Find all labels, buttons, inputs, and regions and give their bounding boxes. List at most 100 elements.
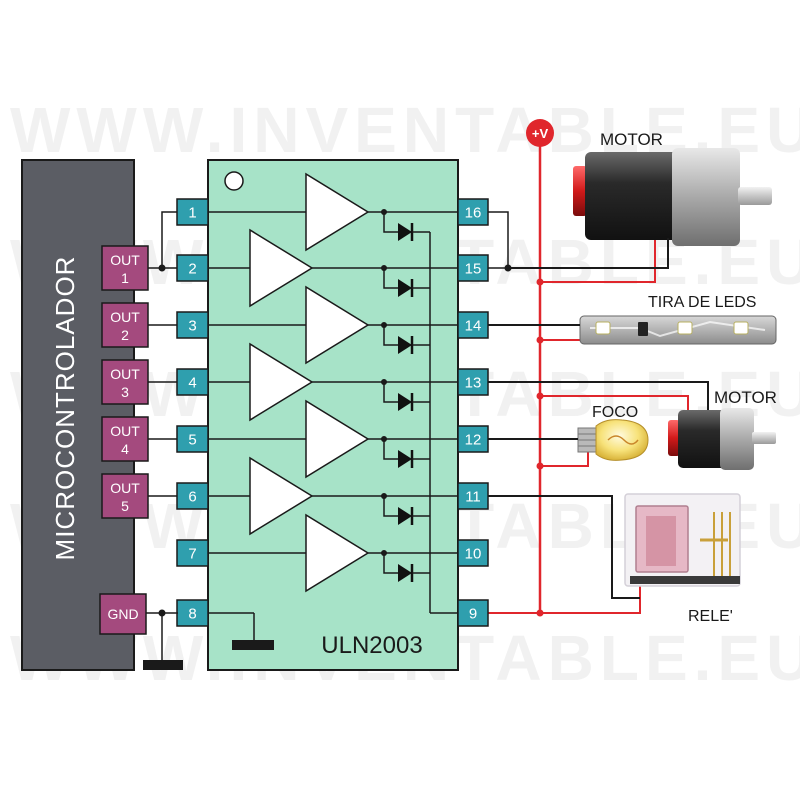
ic-pin-right <box>457 254 489 282</box>
ic-pin-left-number: 3 <box>188 318 196 335</box>
diode-wire <box>383 496 398 517</box>
ic-left-pins: 1 2 3 4 5 6 7 8 <box>176 198 209 627</box>
ic-pin-left <box>176 254 209 282</box>
ic-pin-right-number: 15 <box>465 261 482 278</box>
ic-pin-right-number: 16 <box>465 205 482 222</box>
diode-wire <box>383 553 398 574</box>
diode-icon <box>398 393 412 411</box>
ic-pin-right <box>457 539 489 567</box>
ic-pin-right-number: 14 <box>465 318 482 335</box>
mcu-output-number: 1 <box>121 270 129 286</box>
out1-pin1-wire <box>161 211 177 268</box>
junction-dot <box>381 493 387 499</box>
motor-small-label: MOTOR <box>714 388 777 407</box>
ic-pin-left-number: 4 <box>188 375 196 392</box>
gnd-label: GND <box>107 606 138 622</box>
ic-pin-left-number: 5 <box>188 432 196 449</box>
ic-pin-right-number: 13 <box>465 375 482 392</box>
driver-buffer-icon <box>249 342 314 422</box>
ic-pin-left-number: 2 <box>188 261 196 278</box>
motor-small-icon <box>668 408 776 470</box>
wires-layer <box>148 211 540 614</box>
pin16-15-bridge <box>488 211 509 268</box>
ic-pin-right-number: 9 <box>469 606 477 623</box>
diode-wire <box>383 212 398 233</box>
led-strip-icon <box>579 315 777 345</box>
mcu-output-label: OUT <box>110 366 140 382</box>
mcu-output-pad <box>101 416 149 462</box>
diode-icon <box>398 564 412 582</box>
driver-buffer-icon <box>305 172 370 252</box>
mcu-output-label: OUT <box>110 309 140 325</box>
junction-dot <box>381 209 387 215</box>
ic-right-pins: 16 15 14 13 12 11 10 9 <box>457 198 489 627</box>
motor-large-icon <box>573 148 772 246</box>
ic-pin-left-number: 1 <box>188 205 196 222</box>
supply-junctions <box>536 278 544 617</box>
ic-pin-left <box>176 198 209 226</box>
diode-icon <box>398 507 412 525</box>
motor-small-wire <box>488 381 709 410</box>
ic-pin-left <box>176 425 209 453</box>
ic-pin-left <box>176 539 209 567</box>
relay-label: RELE' <box>688 608 733 625</box>
mcu-output-number: 4 <box>121 441 129 457</box>
relay-icon <box>624 493 741 587</box>
ic-pin-right-number: 11 <box>465 489 481 506</box>
diode-wire <box>383 268 398 289</box>
diode-wire <box>383 325 398 346</box>
mcu-output-number: 3 <box>121 384 129 400</box>
driver-buffer-icon <box>249 456 314 536</box>
junction-dot <box>381 550 387 556</box>
gnd-pad <box>99 593 147 635</box>
ic-name: ULN2003 <box>321 632 422 659</box>
driver-channels <box>208 172 458 614</box>
supply-terminal <box>526 119 554 147</box>
mcu-output-pad <box>101 302 149 348</box>
junction-dot <box>381 436 387 442</box>
mcu-output-number: 2 <box>121 327 129 343</box>
junction-dot <box>381 379 387 385</box>
ic-pin-left-number: 8 <box>188 606 196 623</box>
diode-icon <box>398 279 412 297</box>
mcu-output-pad <box>101 359 149 405</box>
diode-icon <box>398 223 412 241</box>
ic-pin1-notch <box>224 171 244 191</box>
driver-buffer-icon <box>305 513 370 593</box>
driver-buffer-icon <box>305 399 370 479</box>
junction-dot <box>381 322 387 328</box>
ic-pin-left-number: 7 <box>188 546 196 563</box>
diode-icon <box>398 336 412 354</box>
junction-dot <box>158 264 166 272</box>
mcu-output-label: OUT <box>110 480 140 496</box>
gnd-junction <box>158 609 166 617</box>
diode-icon <box>398 450 412 468</box>
ic-pin-right-number: 12 <box>465 432 482 449</box>
ic-pin-left <box>176 482 209 510</box>
microcontroller-body <box>21 159 135 671</box>
mcu-output-label: OUT <box>110 252 140 268</box>
ic-pin-left-number: 6 <box>188 489 196 506</box>
ground-symbol <box>143 660 183 670</box>
ic-pin-right <box>457 311 489 339</box>
ic-internal-ground <box>232 640 274 650</box>
ic-pin-right <box>457 599 489 627</box>
bulb-label: FOCO <box>592 404 638 421</box>
diode-wire <box>383 439 398 460</box>
ic-pin-left <box>176 368 209 396</box>
relay-wire <box>488 495 640 599</box>
diode-wire <box>383 382 398 403</box>
ic-pin-right <box>457 198 489 226</box>
mcu-output-pad <box>101 473 149 519</box>
ic-pin-right-number: 10 <box>465 546 482 563</box>
driver-buffer-icon <box>249 228 314 308</box>
supply-label: +V <box>532 126 549 141</box>
led-strip-label: TIRA DE LEDS <box>648 294 756 311</box>
mcu-output-number: 5 <box>121 498 129 514</box>
mcu-output-pad <box>101 245 149 291</box>
bulb-icon <box>577 419 649 461</box>
mcu-output-label: OUT <box>110 423 140 439</box>
junction-dot <box>381 265 387 271</box>
